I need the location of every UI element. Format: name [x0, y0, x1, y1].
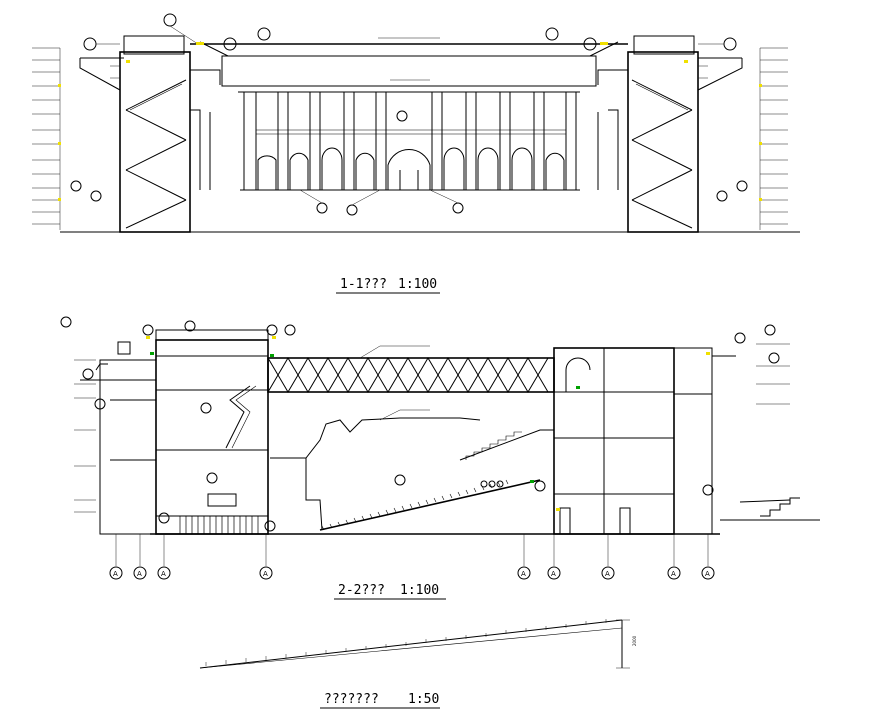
- level-ruler-right: [716, 47, 788, 230]
- axis-label-8: A: [671, 570, 676, 578]
- axis-label-1: A: [113, 570, 118, 578]
- callouts-2: [60, 316, 780, 532]
- roof-truss: [267, 357, 555, 393]
- caption-section-2-2: 2-2??? 1:100: [334, 583, 446, 600]
- caption-section-1-1-title: 1-1???: [340, 277, 387, 292]
- caption-section-1-1-scale: 1:100: [398, 277, 437, 292]
- axis-grid: [115, 534, 709, 566]
- auditorium: [267, 392, 555, 534]
- caption-detail: ??????? 1:50: [320, 692, 440, 709]
- section-2-2: A A A A A A A A A: [60, 316, 820, 580]
- basement-hatch: [156, 515, 268, 534]
- callouts-1: [83, 13, 737, 216]
- axis-label-6: A: [551, 570, 556, 578]
- caption-detail-scale: 1:50: [408, 692, 439, 707]
- axis-markers: A A A A A A A A A: [109, 566, 715, 580]
- detail-height-dimension: 2000: [632, 635, 637, 646]
- axis-label-4: A: [263, 570, 268, 578]
- caption-section-1-1: 1-1??? 1:100: [336, 277, 440, 294]
- axis-label-7: A: [605, 570, 610, 578]
- axis-label-5: A: [521, 570, 526, 578]
- axis-label-3: A: [161, 570, 166, 578]
- axis-label-2: A: [137, 570, 142, 578]
- caption-section-2-2-title: 2-2???: [338, 583, 385, 598]
- level-ruler-left: [32, 47, 102, 230]
- axis-label-9: A: [705, 570, 710, 578]
- section-1-1: [32, 13, 800, 233]
- caption-section-2-2-scale: 1:100: [400, 583, 439, 598]
- detail-slope: 2000: [199, 619, 637, 669]
- caption-detail-title: ???????: [324, 692, 379, 707]
- colonnade: [240, 92, 580, 191]
